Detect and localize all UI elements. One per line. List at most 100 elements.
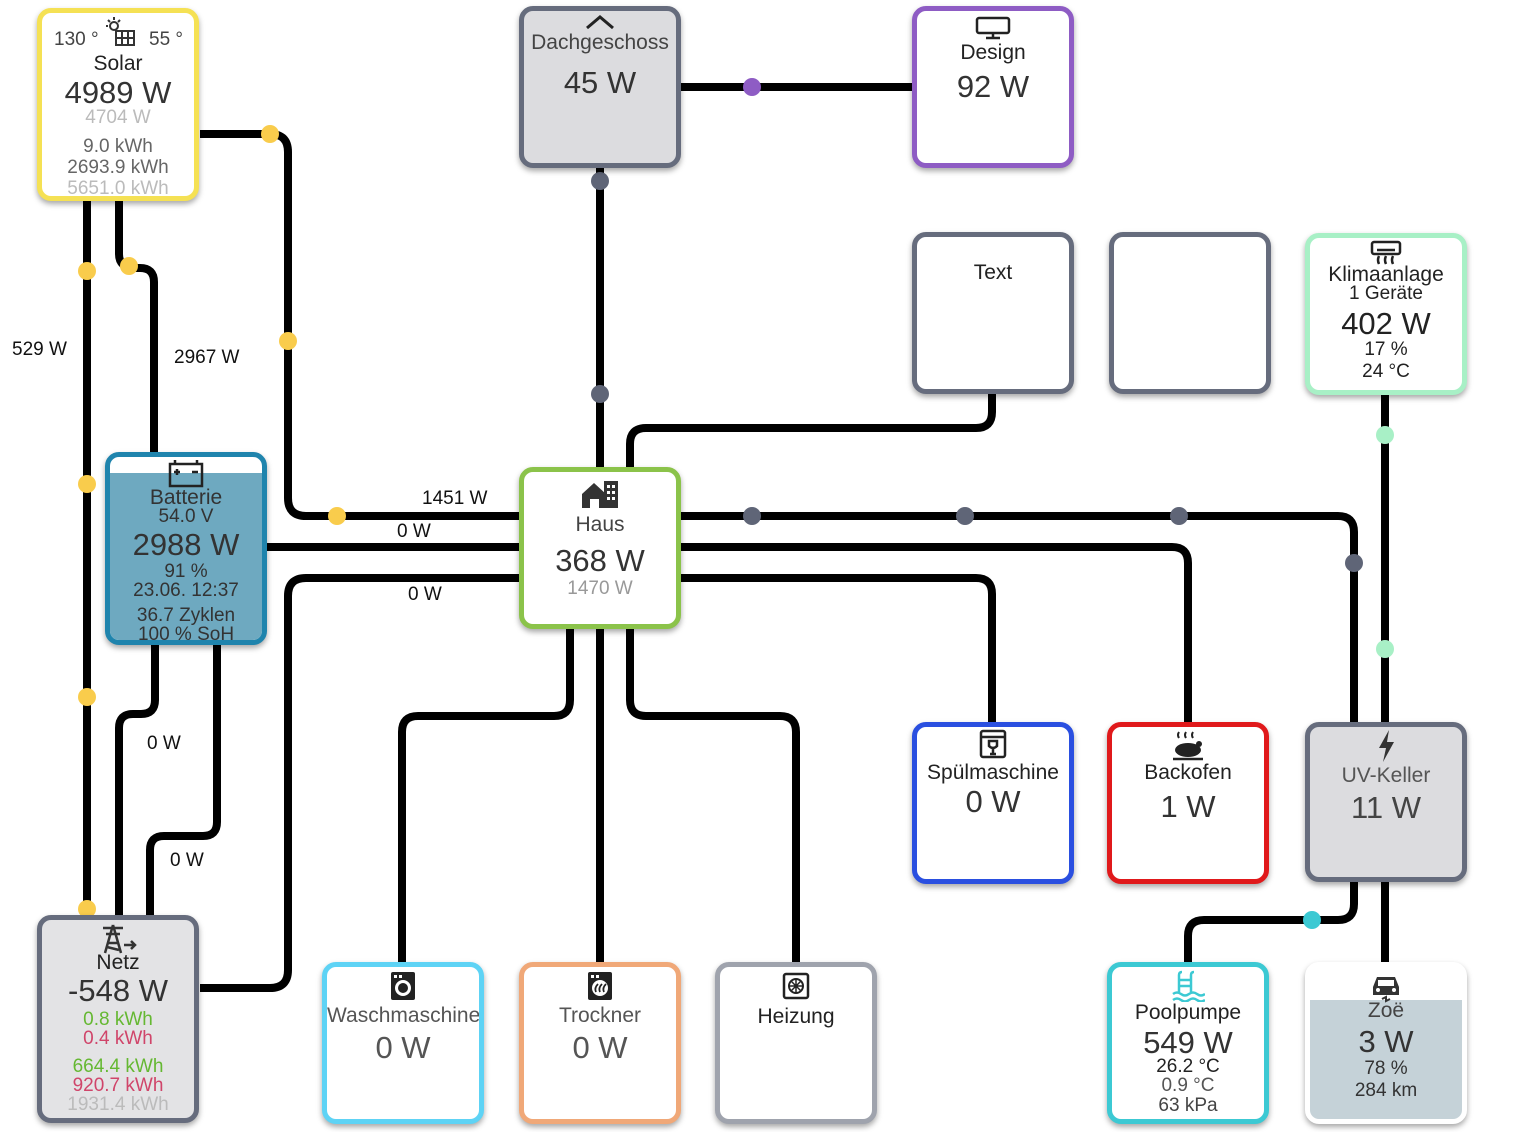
flow-label-solar-battery: 2967 W xyxy=(174,347,240,368)
backofen-power: 1 W xyxy=(1160,789,1216,824)
house-label: Haus xyxy=(575,513,625,536)
grid-day-export: 0.4 kWh xyxy=(83,1028,153,1049)
solar-elevation: 55 ° xyxy=(149,29,184,50)
heizung-label: Heizung xyxy=(757,1005,835,1028)
dachgeschoss-label: Dachgeschoss xyxy=(531,31,669,54)
design-power: 92 W xyxy=(956,69,1030,104)
solar-energy-total: 2693.9 kWh xyxy=(67,157,169,178)
flow-label-battery-grid-1: 0 W xyxy=(147,733,181,754)
flow-house-spuel xyxy=(680,574,996,724)
flow-uv-pool xyxy=(1184,880,1358,965)
grid-day-import: 0.8 kWh xyxy=(83,1009,153,1030)
washing-machine-icon xyxy=(391,972,415,1000)
trockner-node[interactable]: Trockner 0 W xyxy=(519,962,681,1124)
flow-label-grid-house: 0 W xyxy=(408,584,442,605)
ev-range: 284 km xyxy=(1354,1080,1418,1101)
ev-label: Zoë xyxy=(1367,999,1405,1022)
solar-panel-icon xyxy=(106,17,135,46)
trockner-power: 0 W xyxy=(572,1030,628,1065)
pool-icon xyxy=(1172,970,1205,1002)
spuel-node[interactable]: Spülmaschine 0 W xyxy=(912,722,1074,884)
backofen-node[interactable]: Backofen 1 W xyxy=(1107,722,1269,884)
wasch-label: Waschmaschine xyxy=(327,1004,481,1027)
uvkeller-label: UV-Keller xyxy=(1341,764,1431,787)
flow-dot xyxy=(78,475,96,493)
flow-dot xyxy=(1376,426,1394,444)
solar-energy-today: 9.0 kWh xyxy=(83,136,153,157)
battery-label: Batterie xyxy=(149,486,223,509)
solar-header: 130 ° 55 ° xyxy=(42,13,194,49)
flow-label-solar-grid: 529 W xyxy=(12,339,67,360)
flow-dot xyxy=(78,900,96,918)
pool-temp1: 26.2 °C xyxy=(1156,1056,1220,1077)
grid-label: Netz xyxy=(96,951,140,974)
roof-icon xyxy=(586,15,614,30)
solar-power: 4989 W xyxy=(64,75,172,110)
pool-label: Poolpumpe xyxy=(1134,1001,1242,1024)
design-label: Design xyxy=(960,41,1026,64)
monitor-icon xyxy=(975,16,1011,40)
design-node[interactable]: Design 92 W xyxy=(912,6,1074,168)
flow-dot xyxy=(78,262,96,280)
flow-dot xyxy=(78,688,96,706)
klima-temperature: 24 °C xyxy=(1362,361,1410,382)
flow-dot xyxy=(279,332,297,350)
solar-energy-lifetime: 5651.0 kWh xyxy=(67,178,169,199)
flow-house-wasch xyxy=(398,628,574,965)
battery-soc-fill xyxy=(110,473,262,640)
flow-house-uv xyxy=(680,512,1358,724)
pool-node[interactable]: Poolpumpe 549 W 26.2 °C 0.9 °C 63 kPa xyxy=(1107,962,1269,1124)
spuel-power: 0 W xyxy=(965,784,1021,819)
transmission-tower-icon xyxy=(103,924,137,954)
grid-node[interactable]: Netz -548 W 0.8 kWh 0.4 kWh 664.4 kWh 92… xyxy=(37,915,199,1123)
grid-total-import: 664.4 kWh xyxy=(72,1056,164,1077)
text-node[interactable]: Text xyxy=(912,232,1074,394)
flow-text-house xyxy=(626,390,996,470)
house-power-secondary: 1470 W xyxy=(567,578,633,599)
flow-house-backofen xyxy=(680,543,1192,724)
dachgeschoss-node[interactable]: Dachgeschoss 45 W xyxy=(519,6,681,168)
house-power: 368 W xyxy=(555,543,645,578)
solar-azimuth: 130 ° xyxy=(54,29,99,50)
uvkeller-node[interactable]: UV-Keller 11 W xyxy=(1305,722,1467,882)
flow-label-battery-house: 0 W xyxy=(397,521,431,542)
spuel-label: Spülmaschine xyxy=(927,761,1059,784)
battery-cycles: 36.7 Zyklen xyxy=(136,605,236,626)
heizung-node[interactable]: Heizung xyxy=(715,962,877,1124)
klima-label: Klimaanlage xyxy=(1328,263,1444,286)
klima-node[interactable]: Klimaanlage 1 Geräte 402 W 17 % 24 °C xyxy=(1305,233,1467,395)
klima-humidity: 17 % xyxy=(1364,339,1408,360)
wasch-node[interactable]: Waschmaschine 0 W xyxy=(322,962,484,1124)
flow-dot xyxy=(591,385,609,403)
klima-devices: 1 Geräte xyxy=(1349,283,1423,304)
grid-total: 1931.4 kWh xyxy=(67,1094,169,1115)
flow-dots xyxy=(78,78,1394,929)
heating-icon xyxy=(782,972,810,1000)
flow-solar-battery xyxy=(115,200,158,455)
pool-temp2: 0.9 °C xyxy=(1161,1075,1215,1096)
flow-grid-house xyxy=(200,574,520,992)
solar-node[interactable]: 130 ° 55 ° Solar 4989 W 4704 W 9.0 kWh 2… xyxy=(37,8,199,201)
flow-dot xyxy=(1345,554,1363,572)
empty-node[interactable] xyxy=(1109,232,1271,394)
battery-node[interactable]: Batterie 54.0 V 2988 W 91 % 23.06. 12:37… xyxy=(105,452,267,645)
ev-soc-fill xyxy=(1310,1000,1462,1119)
flow-dot xyxy=(956,507,974,525)
uvkeller-power: 11 W xyxy=(1350,790,1422,825)
house-node[interactable]: Haus 368 W 1470 W xyxy=(519,467,681,629)
flow-battery-grid-2 xyxy=(146,645,221,915)
battery-soc: 91 % xyxy=(164,561,208,582)
flow-house-heizung xyxy=(626,628,800,965)
klima-power: 402 W xyxy=(1341,306,1431,341)
dachgeschoss-power: 45 W xyxy=(563,65,637,100)
solar-power-secondary: 4704 W xyxy=(85,107,151,128)
ev-node[interactable]: Zoë 3 W 78 % 284 km xyxy=(1305,962,1467,1124)
flow-dot xyxy=(120,257,138,275)
flow-label-solar-house: 1451 W xyxy=(422,488,488,509)
flow-battery-grid-1 xyxy=(115,645,159,915)
home-icon xyxy=(582,481,618,508)
grid-total-export: 920.7 kWh xyxy=(72,1075,164,1096)
text-node-label: Text xyxy=(973,261,1013,284)
flow-dot xyxy=(743,78,761,96)
